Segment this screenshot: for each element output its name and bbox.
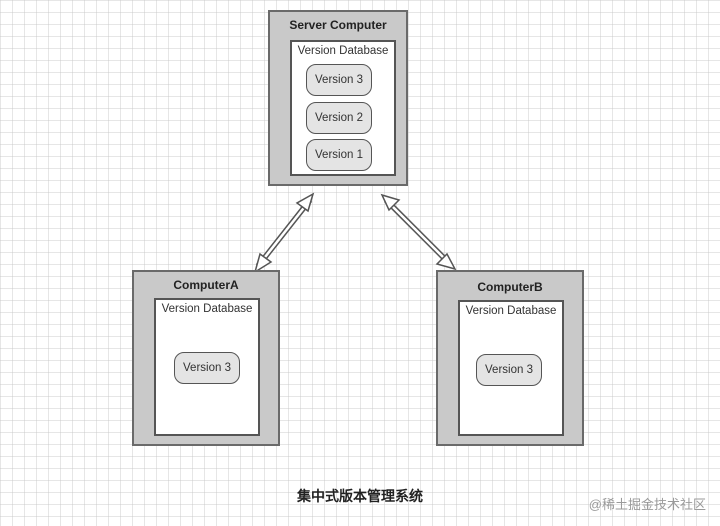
server-computer-node: Server Computer Version Database Version…	[268, 10, 408, 186]
server-version-database: Version Database Version 3 Version 2 Ver…	[290, 40, 396, 176]
computer-a-title: ComputerA	[173, 278, 239, 292]
computer-b-node: ComputerB Version Database Version 3	[436, 270, 584, 446]
computer-b-title: ComputerB	[477, 280, 543, 294]
server-version-3: Version 3	[306, 64, 372, 96]
computer-a-node: ComputerA Version Database Version 3	[132, 270, 280, 446]
arrow-server-computer-a	[253, 192, 315, 274]
computer-b-database-label: Version Database	[465, 305, 557, 317]
diagram-caption: 集中式版本管理系统	[297, 488, 423, 504]
computer-b-version-3: Version 3	[476, 354, 542, 386]
server-computer-title: Server Computer	[289, 18, 387, 32]
computer-a-version-3: Version 3	[174, 352, 240, 384]
server-version-2: Version 2	[306, 102, 372, 134]
server-version-1: Version 1	[306, 139, 372, 171]
computer-b-version-database: Version Database Version 3	[458, 300, 564, 436]
watermark-text: @稀土掘金技术社区	[588, 497, 706, 512]
computer-a-database-label: Version Database	[161, 303, 253, 315]
server-database-label: Version Database	[297, 45, 389, 57]
arrow-server-computer-b	[380, 193, 457, 271]
computer-a-version-database: Version Database Version 3	[154, 298, 260, 436]
